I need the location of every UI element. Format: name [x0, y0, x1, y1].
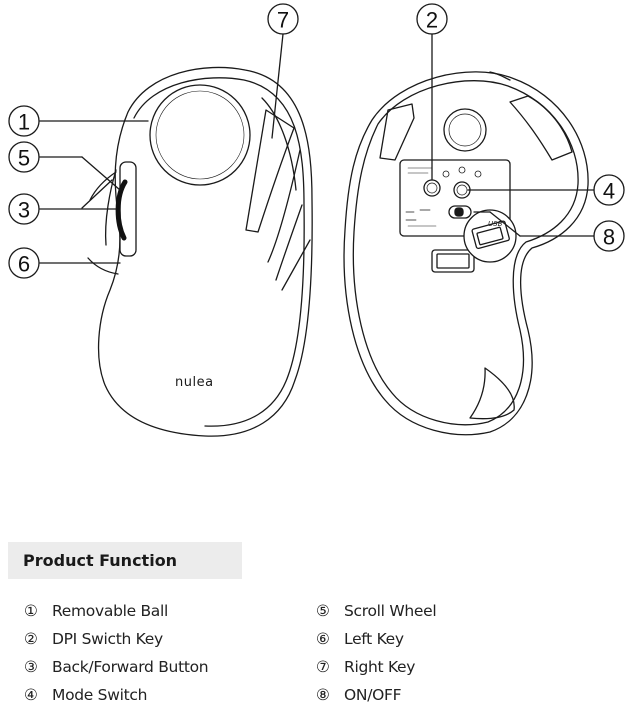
function-item: ③ Back/Forward Button — [24, 658, 209, 676]
callout-7 — [267, 3, 299, 35]
foot-pad — [379, 103, 415, 161]
callout-4-label: 4 — [603, 179, 615, 204]
mouse-bottom-body — [343, 71, 589, 436]
section-header: Product Function — [8, 542, 242, 579]
brand-logo: nulea — [175, 375, 214, 390]
on-off-switch — [448, 205, 472, 219]
callout-3 — [8, 193, 40, 225]
ball-socket — [443, 108, 487, 152]
function-label: DPI Swicth Key — [52, 630, 163, 648]
mouse-bottom-view: USB — [343, 71, 589, 436]
function-item: ① Removable Ball — [24, 602, 168, 620]
function-label: Back/Forward Button — [52, 658, 209, 676]
function-item: ② DPI Swicth Key — [24, 630, 163, 648]
function-number: ⑦ — [316, 658, 330, 676]
scroll-wheel — [115, 179, 128, 241]
callout-2 — [416, 3, 448, 35]
foot-pad — [509, 95, 573, 161]
callout-3-label: 3 — [18, 198, 30, 223]
callout-4 — [593, 174, 625, 206]
usb-label: USB — [488, 220, 503, 228]
foot-pad — [469, 367, 515, 420]
function-number: ⑧ — [316, 686, 330, 704]
function-number: ⑤ — [316, 602, 330, 620]
section-title: Product Function — [23, 551, 178, 570]
usb-receiver: USB — [463, 209, 517, 263]
function-number: ② — [24, 630, 38, 648]
function-number: ⑥ — [316, 630, 330, 648]
function-label: Scroll Wheel — [344, 602, 437, 620]
function-item: ⑧ ON/OFF — [316, 686, 402, 704]
function-item: ⑥ Left Key — [316, 630, 404, 648]
function-label: Removable Ball — [52, 602, 169, 620]
function-label: ON/OFF — [344, 686, 402, 704]
function-number: ① — [24, 602, 38, 620]
callout-8 — [593, 220, 625, 252]
function-number: ④ — [24, 686, 38, 704]
right-key — [245, 109, 295, 233]
callout-5-label: 5 — [18, 146, 30, 171]
callout-2-label: 2 — [426, 8, 438, 33]
mouse-top-body — [97, 66, 313, 437]
callout-5 — [8, 141, 40, 173]
mouse-diagram: nulea — [8, 3, 625, 437]
back-forward-buttons — [119, 161, 137, 257]
mouse-top-view: nulea — [81, 66, 313, 437]
function-label: Left Key — [344, 630, 404, 648]
function-item: ⑦ Right Key — [316, 658, 415, 676]
function-label: Mode Switch — [52, 686, 148, 704]
function-item: ④ Mode Switch — [24, 686, 147, 704]
function-item: ⑤ Scroll Wheel — [316, 602, 437, 620]
removable-ball — [149, 84, 251, 186]
callout-6 — [8, 247, 40, 279]
callout-6-label: 6 — [18, 252, 30, 277]
info-plate — [399, 159, 511, 237]
callout-7-label: 7 — [277, 8, 289, 33]
callout-1-label: 1 — [18, 110, 30, 135]
callout-8-label: 8 — [603, 225, 615, 250]
dpi-switch-key — [423, 179, 441, 197]
function-label: Right Key — [344, 658, 416, 676]
sensor-window — [431, 249, 475, 273]
function-number: ③ — [24, 658, 38, 676]
callout-1 — [8, 105, 40, 137]
